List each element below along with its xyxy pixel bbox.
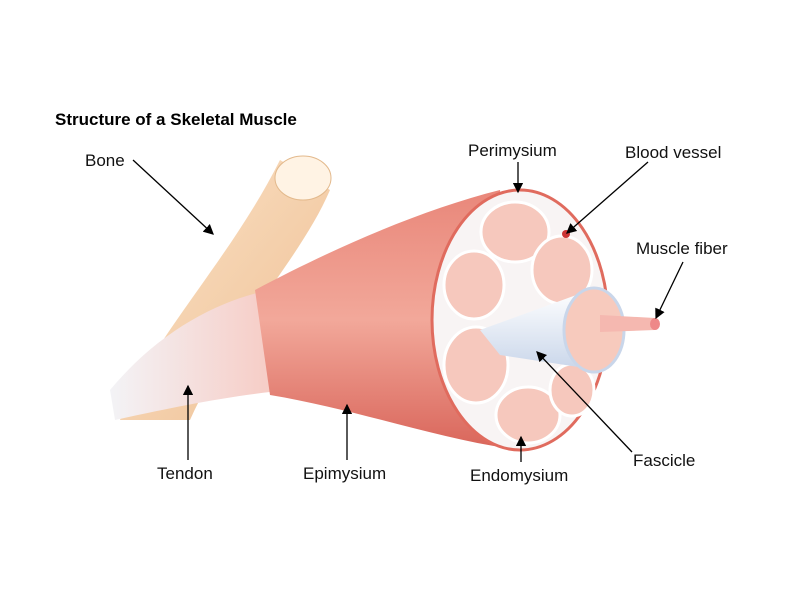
label-epimysium: Epimysium: [303, 464, 387, 483]
label-blood-vessel: Blood vessel: [625, 143, 722, 162]
label-muscle-fiber: Muscle fiber: [636, 239, 728, 258]
tendon-shape: [110, 290, 290, 420]
diagram-title: Structure of a Skeletal Muscle: [55, 110, 297, 129]
label-endomysium: Endomysium: [470, 466, 569, 485]
label-perimysium: Perimysium: [468, 141, 557, 160]
label-bone: Bone: [85, 151, 125, 170]
label-fascicle: Fascicle: [633, 451, 696, 470]
label-tendon: Tendon: [157, 464, 213, 483]
muscle-fiber-shape: [600, 315, 655, 332]
bone-end: [274, 155, 332, 201]
